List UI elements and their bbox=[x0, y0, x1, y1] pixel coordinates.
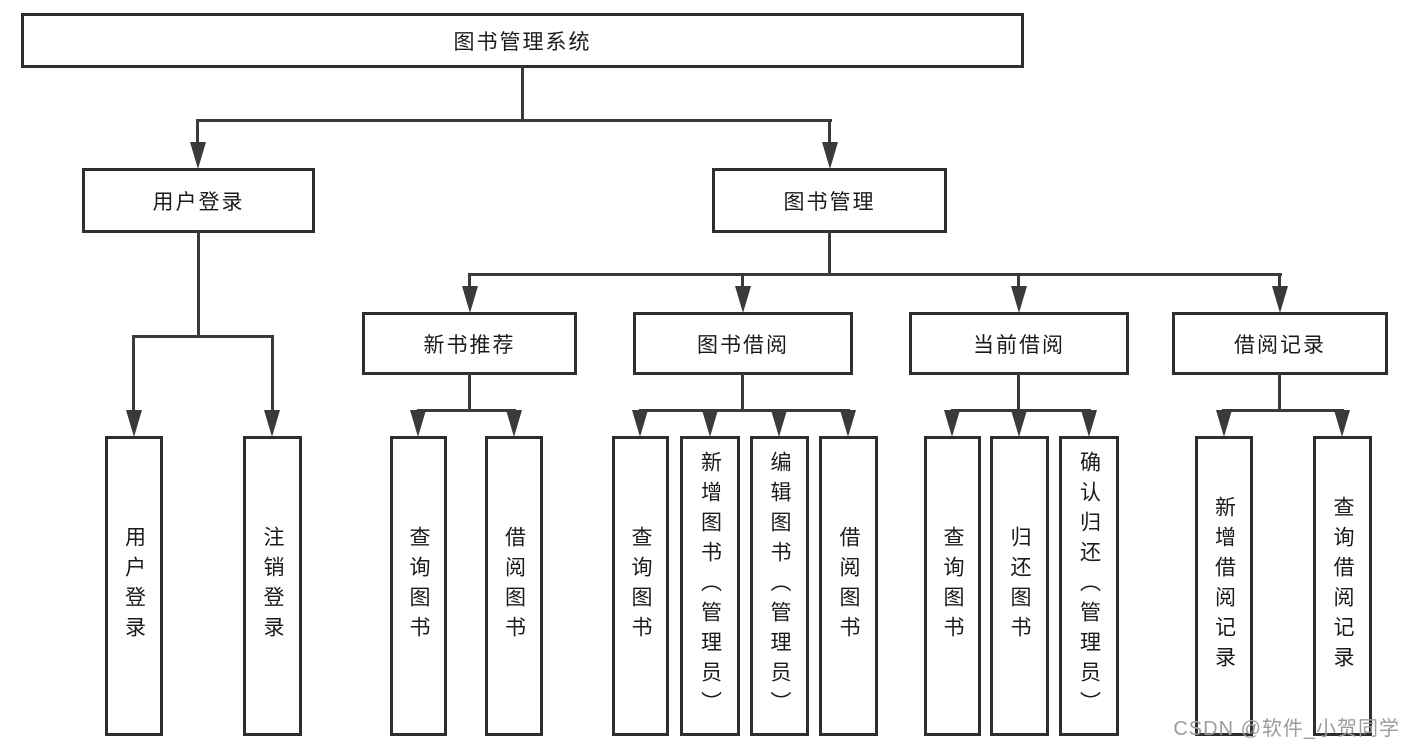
leaf-query-borrow-record: 查询借阅记录 bbox=[1313, 436, 1372, 736]
arrowhead bbox=[771, 410, 787, 437]
arrowhead bbox=[1334, 410, 1350, 437]
line-segment bbox=[1222, 409, 1344, 412]
leaf-return-books-label: 归还图书 bbox=[1008, 526, 1031, 646]
arrowhead bbox=[410, 410, 426, 437]
leaf-query-borrow-record-label: 查询借阅记录 bbox=[1331, 496, 1354, 676]
leaf-return-books: 归还图书 bbox=[990, 436, 1049, 736]
arrowhead bbox=[1011, 286, 1027, 313]
node-user-login: 用户登录 bbox=[82, 168, 315, 233]
line-segment bbox=[521, 66, 524, 122]
node-root-label: 图书管理系统 bbox=[453, 30, 592, 54]
node-current-borrowing-label: 当前借阅 bbox=[973, 333, 1065, 357]
leaf-add-books-admin-label: 新增图书（管理员） bbox=[698, 451, 722, 721]
leaf-borrow-books-recommend: 借阅图书 bbox=[485, 436, 543, 736]
arrowhead bbox=[1216, 410, 1232, 437]
line-segment bbox=[197, 231, 200, 338]
node-book-borrowing: 图书借阅 bbox=[633, 312, 853, 375]
line-segment bbox=[828, 119, 831, 147]
leaf-query-books-borrowing: 查询图书 bbox=[612, 436, 669, 736]
line-segment bbox=[828, 231, 831, 276]
arrowhead bbox=[822, 142, 838, 169]
arrowhead bbox=[126, 410, 142, 437]
line-segment bbox=[468, 373, 471, 412]
line-segment bbox=[741, 273, 744, 289]
node-borrowing-records-label: 借阅记录 bbox=[1234, 333, 1326, 357]
node-root: 图书管理系统 bbox=[21, 13, 1024, 68]
node-user-login-label: 用户登录 bbox=[152, 190, 245, 214]
leaf-logout: 注销登录 bbox=[243, 436, 302, 736]
leaf-query-books-recommend: 查询图书 bbox=[390, 436, 447, 736]
leaf-logout-label: 注销登录 bbox=[261, 526, 284, 646]
line-segment bbox=[468, 273, 471, 289]
leaf-borrow-books-label: 借阅图书 bbox=[837, 526, 860, 646]
leaf-query-books-current-label: 查询图书 bbox=[941, 526, 964, 646]
node-current-borrowing: 当前借阅 bbox=[909, 312, 1129, 375]
leaf-user-login-label: 用户登录 bbox=[122, 526, 146, 646]
leaf-add-books-admin: 新增图书（管理员） bbox=[680, 436, 740, 736]
arrowhead bbox=[944, 410, 960, 437]
arrowhead bbox=[840, 410, 856, 437]
line-segment bbox=[1017, 273, 1020, 289]
arrowhead bbox=[1081, 410, 1097, 437]
node-book-management-label: 图书管理 bbox=[783, 190, 876, 214]
line-segment bbox=[1278, 373, 1281, 412]
leaf-add-borrow-record-label: 新增借阅记录 bbox=[1212, 496, 1236, 676]
arrowhead bbox=[506, 410, 522, 437]
arrowhead bbox=[462, 286, 478, 313]
leaf-add-borrow-record: 新增借阅记录 bbox=[1195, 436, 1253, 736]
line-segment bbox=[1017, 373, 1020, 412]
leaf-user-login: 用户登录 bbox=[105, 436, 163, 736]
arrowhead bbox=[1272, 286, 1288, 313]
arrowhead bbox=[190, 142, 206, 169]
arrowhead bbox=[264, 410, 280, 437]
leaf-query-books-borrowing-label: 查询图书 bbox=[629, 526, 652, 646]
line-segment bbox=[468, 273, 1282, 276]
leaf-query-books-recommend-label: 查询图书 bbox=[407, 526, 430, 646]
line-segment bbox=[417, 409, 516, 412]
arrowhead bbox=[1011, 410, 1027, 437]
node-new-book-recommend: 新书推荐 bbox=[362, 312, 577, 375]
arrowhead bbox=[702, 410, 718, 437]
leaf-confirm-return-admin: 确认归还（管理员） bbox=[1059, 436, 1119, 736]
line-segment bbox=[132, 335, 273, 338]
leaf-edit-books-admin-label: 编辑图书（管理员） bbox=[768, 451, 791, 721]
node-borrowing-records: 借阅记录 bbox=[1172, 312, 1388, 375]
line-segment bbox=[271, 335, 274, 412]
leaf-confirm-return-admin-label: 确认归还（管理员） bbox=[1077, 451, 1101, 721]
line-segment bbox=[639, 409, 850, 412]
leaf-borrow-books-recommend-label: 借阅图书 bbox=[502, 526, 526, 646]
arrowhead bbox=[735, 286, 751, 313]
node-book-management: 图书管理 bbox=[712, 168, 947, 233]
arrowhead bbox=[632, 410, 648, 437]
leaf-edit-books-admin: 编辑图书（管理员） bbox=[750, 436, 809, 736]
node-new-book-recommend-label: 新书推荐 bbox=[423, 333, 516, 357]
line-segment bbox=[196, 119, 832, 122]
line-segment bbox=[1278, 273, 1281, 289]
leaf-query-books-current: 查询图书 bbox=[924, 436, 981, 736]
node-book-borrowing-label: 图书借阅 bbox=[697, 333, 789, 357]
line-segment bbox=[741, 373, 744, 412]
line-segment bbox=[196, 119, 199, 147]
line-segment bbox=[132, 335, 135, 412]
watermark: CSDN @软件_小贺同学 bbox=[1173, 718, 1400, 740]
leaf-borrow-books: 借阅图书 bbox=[819, 436, 878, 736]
